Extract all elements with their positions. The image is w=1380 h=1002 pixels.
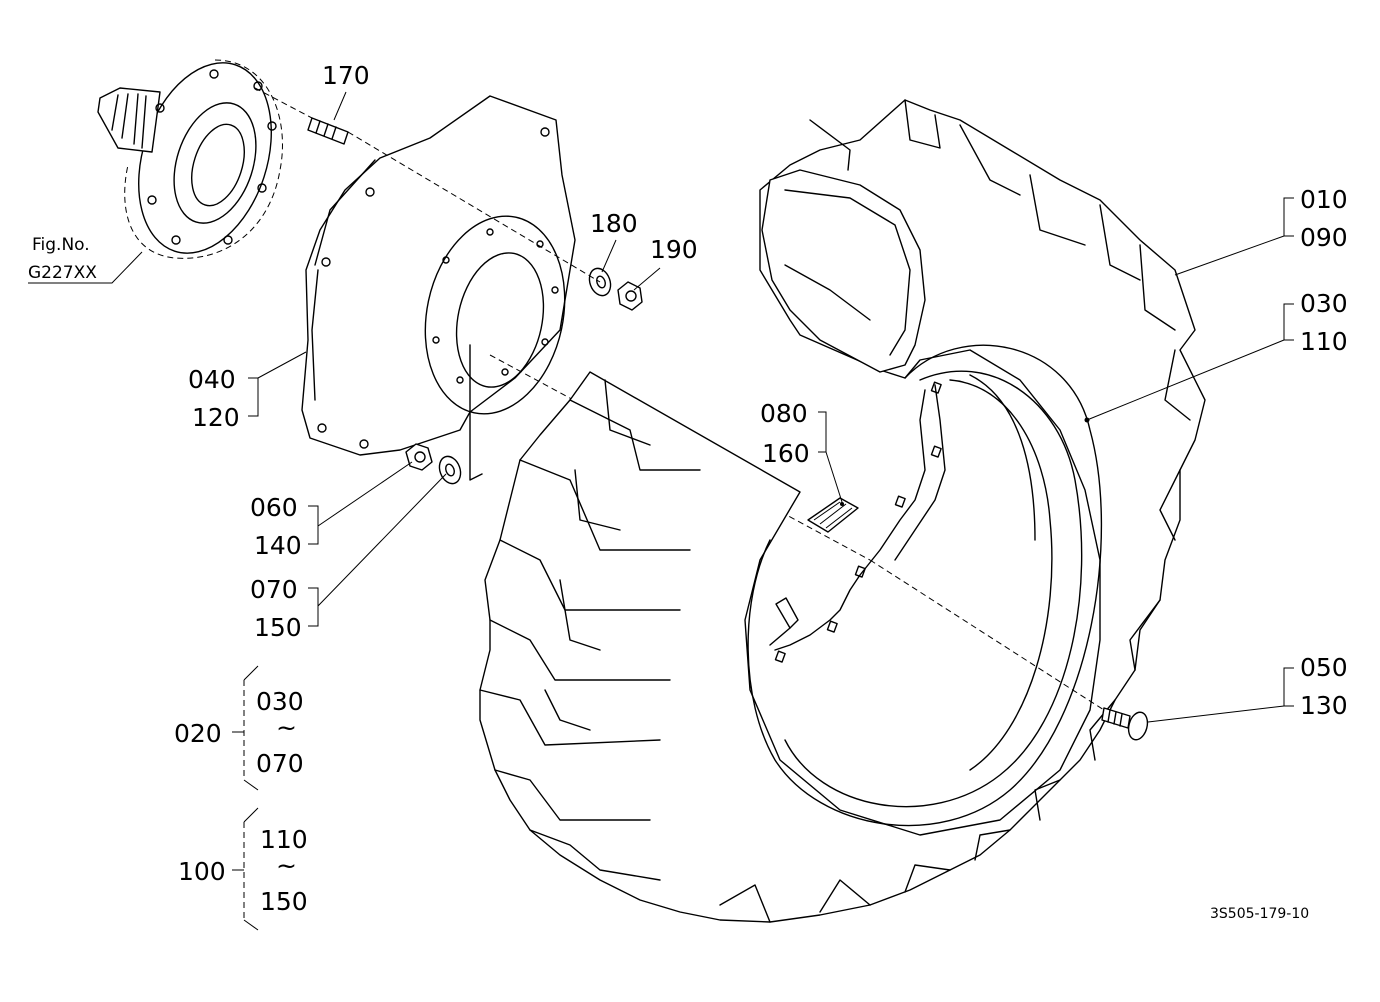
bracket-030 (1283, 303, 1294, 341)
hub-assembly-drawing (97, 59, 283, 259)
assembly-100-to: 150 (260, 887, 308, 916)
rim-drawing (747, 344, 1103, 827)
leader-080 (825, 451, 843, 503)
callout-010: 010 (1300, 185, 1348, 214)
stud-bolt-drawing (307, 117, 349, 145)
leader-030 (1086, 339, 1285, 421)
leader-040 (257, 351, 307, 379)
callout-040: 040 (188, 365, 236, 394)
callout-050: 050 (1300, 653, 1348, 682)
callout-060: 060 (250, 493, 298, 522)
bracket-080 (818, 411, 827, 453)
callout-110: 110 (1300, 327, 1348, 356)
washer-nut-drawing (588, 267, 643, 311)
callout-030: 030 (1300, 289, 1348, 318)
assembly-020-to: 070 (256, 749, 304, 778)
callout-080: 080 (760, 399, 808, 428)
assembly-line-hub-stud (254, 87, 313, 119)
ref-fig-leader (28, 251, 143, 284)
bracket-050 (1283, 667, 1294, 707)
callout-190: 190 (650, 235, 698, 264)
leader-060 (317, 461, 413, 527)
bracket-010 (1283, 197, 1294, 237)
bracket-040 (248, 377, 259, 417)
callout-180: 180 (590, 209, 638, 238)
nut-washer-lower-drawing (405, 443, 462, 485)
assembly-line-stud-washer (347, 131, 601, 283)
ref-fig-number: G227XX (28, 263, 97, 283)
bracket-060 (308, 505, 319, 545)
valve-bolt-drawing (869, 559, 1149, 741)
assembly-100-tilde: ~ (276, 851, 297, 880)
ref-fig-label: Fig.No. (32, 235, 90, 255)
callout-160: 160 (762, 439, 810, 468)
leader-070 (317, 473, 447, 607)
callout-170: 170 (322, 61, 370, 90)
callout-120: 120 (192, 403, 240, 432)
leader-180 (601, 239, 617, 273)
disc-plate-drawing (301, 95, 576, 481)
leader-030-dot (1084, 417, 1090, 423)
rim-label-plate (807, 497, 859, 533)
callout-090: 090 (1300, 223, 1348, 252)
leader-010 (1174, 235, 1285, 276)
leader-170 (333, 91, 347, 121)
assembly-020-id: 020 (174, 719, 222, 748)
assembly-020-bracket-ends (232, 665, 259, 791)
assembly-100-from: 110 (260, 825, 308, 854)
assembly-020-tilde: ~ (276, 713, 297, 742)
callout-070: 070 (250, 575, 298, 604)
callout-140: 140 (254, 531, 302, 560)
assembly-100-id: 100 (178, 857, 226, 886)
leader-190 (633, 267, 661, 291)
assembly-020-from: 030 (256, 687, 304, 716)
callout-150: 150 (254, 613, 302, 642)
drawing-code: 3S505-179-10 (1210, 906, 1309, 922)
assembly-100-bracket-ends (232, 807, 259, 931)
leader-050 (1147, 705, 1285, 723)
callout-130: 130 (1300, 691, 1348, 720)
bracket-070 (308, 587, 319, 627)
tire-drawing (479, 99, 1206, 923)
